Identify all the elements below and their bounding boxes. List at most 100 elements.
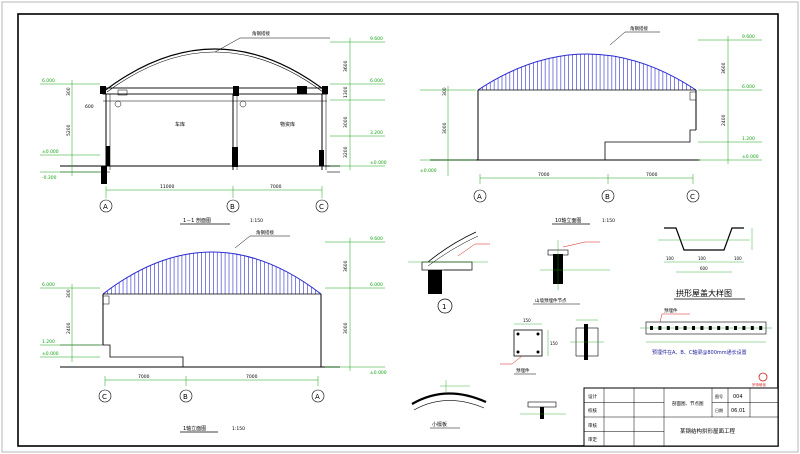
elev1-left-level-mid: 6.000: [42, 282, 55, 288]
section-right-dims: [330, 38, 385, 170]
title-date: 06.01: [731, 408, 745, 414]
section-window-mark-2: [239, 100, 247, 108]
section-wall-solid-b: [232, 147, 238, 167]
elev10-roof-leader: [609, 31, 660, 46]
elev10-left-level: ±0.000: [420, 168, 437, 174]
strip-bolt: [708, 326, 712, 330]
embed-bolt-4: [536, 350, 540, 354]
strip-leader: [659, 313, 690, 323]
wall-node-leader: [562, 241, 600, 248]
section-footing-left: [101, 166, 107, 184]
embed-plate-plan: 150 150 预埋件: [500, 318, 604, 375]
elev1-bottom-dims: [104, 376, 319, 386]
strip-bolt: [717, 326, 721, 330]
elev10-level-floor: ±0.000: [742, 154, 759, 160]
elev10-level-top: 9.600: [742, 34, 755, 40]
strip-bolt: [700, 326, 704, 330]
section-left-vdim-2: 300: [66, 87, 72, 96]
strip-note: 预埋件在A、B、C轴梁@800mm通长设置: [652, 349, 747, 356]
elev10-axis-c: C: [690, 193, 695, 201]
elev10-window-right: [689, 91, 697, 101]
section-scale: 1:150: [250, 218, 263, 224]
section-view: 角钢搭接 车库 物资库: [40, 30, 387, 225]
title-block: 设计 校核 审核 审定 剖面图、节点图 图号 日期 004 06.01 某钢结构…: [583, 372, 779, 447]
section-vdim-4: 3200: [343, 146, 349, 158]
elev1-left-level-floor: ±0.000: [42, 351, 59, 357]
embed-leader: [500, 355, 523, 365]
elev10-left-vdim-1: 3000: [442, 122, 448, 134]
elev10-step: [604, 129, 696, 160]
node-detail-1: 1: [408, 231, 490, 314]
profile-dim-3: 100: [734, 256, 742, 261]
section-level-mid: 6.000: [370, 78, 383, 84]
elev1-left-vdim-1: 2400: [66, 322, 72, 334]
section-roof-arch-inner: [106, 51, 324, 93]
elev10-axis-a: A: [477, 193, 482, 201]
section-span-right: 7000: [270, 184, 282, 190]
strip-bolt: [666, 326, 670, 330]
title-drawing-no: 004: [733, 394, 743, 400]
elev1-span-left: 7000: [138, 374, 150, 380]
elev10-roof-arch: [477, 53, 697, 91]
section-level-low: 3.200: [370, 130, 383, 136]
strip-bolt: [725, 326, 729, 330]
wall-embed-node: 山墙预埋件节点: [533, 240, 610, 305]
arch-plate-title: 小檩板: [432, 421, 447, 428]
elev1-axis-2: B: [183, 393, 188, 401]
section-left-dims: [40, 80, 100, 176]
title-row-approve: 审定: [588, 436, 597, 443]
logo-text: 宗申研创: [752, 382, 766, 387]
strip-bolt: [734, 326, 737, 330]
section-bottom-dims: [105, 186, 323, 198]
section-small-dim: 600: [85, 104, 94, 110]
node1-bubble: [437, 298, 453, 314]
section-room-right: 物资库: [280, 121, 295, 128]
strip-bolt: [759, 326, 763, 330]
node1-plate: [421, 261, 473, 271]
bolt-detail-stem: [540, 407, 544, 419]
elev1-left-level-low: 1.200: [42, 339, 55, 345]
elev1-axis-bubble-b: [179, 389, 193, 403]
section-level-floor: ±0.000: [370, 160, 387, 166]
elev1-right-dims: [325, 238, 385, 371]
title-row-design: 设计: [588, 393, 597, 400]
elev10-axis-bubble-a: [473, 189, 487, 203]
elev1-vdim-1: 3600: [343, 260, 349, 272]
elev1-left-vdim-2: 300: [66, 289, 72, 298]
elev1-roof-leader: [234, 235, 290, 249]
section-left-level-top: 6.000: [42, 78, 55, 84]
embed-dim-top-value: 150: [523, 318, 531, 323]
section-vdim-1: 3600: [343, 60, 349, 72]
company-logo: 宗申研创: [752, 372, 768, 387]
elev10-axis-bubble-b: [601, 189, 615, 203]
elev1-view: 角钢搭接 6.000 1.200 ±0.000 2400 300 9.600 6…: [40, 229, 387, 433]
elev10-vdim-2: 2400: [721, 114, 727, 126]
elev10-scale: 1:150: [602, 218, 615, 224]
title-label-no: 图号: [715, 393, 723, 399]
elev10-left-dims: [420, 86, 476, 176]
strip-bolt: [750, 326, 754, 330]
elev10-bottom-dims: [479, 174, 694, 184]
section-left-level-ground: -0.300: [42, 175, 57, 181]
strip-bolts: [650, 326, 763, 330]
section-axis-b: B: [230, 203, 235, 211]
section-roof-arch: [102, 48, 328, 93]
title-row-check: 校核: [588, 407, 597, 414]
elev1-level-mid: 6.000: [370, 282, 383, 288]
node1-label: 1: [442, 303, 446, 311]
sheet-border: [17, 13, 779, 447]
elev10-level-mid: 6.000: [742, 84, 755, 90]
strip-bolt: [658, 326, 662, 330]
section-roof-beam: [102, 87, 328, 95]
elev10-span-right: 7000: [646, 172, 658, 178]
strip-title: 预埋件: [664, 307, 678, 314]
section-axis-a: A: [103, 203, 108, 211]
elev1-roof-hatch: [107, 252, 316, 294]
section-vdim-3: 3000: [343, 116, 349, 128]
elev1-step: [103, 344, 184, 367]
elev10-roof-hatch: [482, 54, 691, 90]
roof-profile-detail: 100 100 100 600 拱形屋盖大样图: [658, 227, 753, 300]
embed-title: 预埋件: [516, 367, 530, 374]
